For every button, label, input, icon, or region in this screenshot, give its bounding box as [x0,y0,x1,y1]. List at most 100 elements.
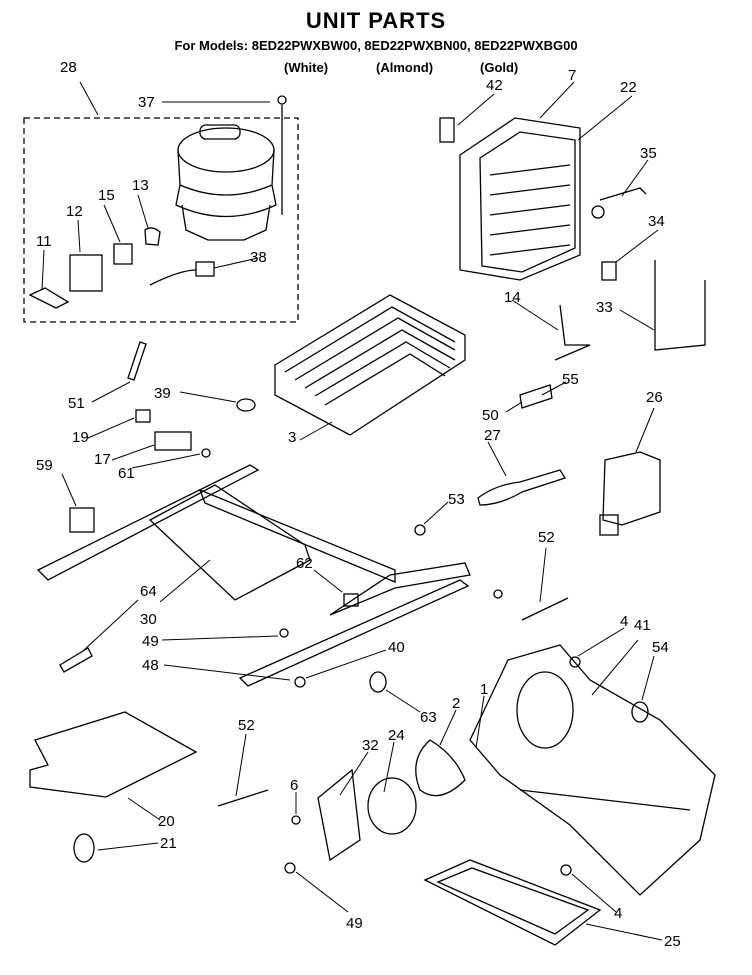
callout-27: 27 [484,427,501,444]
tie-52b-part [217,789,269,807]
callout-41: 41 [634,617,651,634]
clip-59-part [69,507,95,533]
callout-30: 30 [140,611,157,628]
defrost-heater-33-part [654,260,706,351]
screw-40-part [493,589,503,599]
callout-51: 51 [68,395,85,412]
callout-labels: 28 37 13 15 12 11 38 42 7 22 35 34 14 33… [36,59,681,950]
leader-lines [41,81,663,941]
callout-50: 50 [482,407,499,424]
screw-61-part [201,448,211,458]
models-line: For Models: 8ED22PWXBW00, 8ED22PWXBN00, … [174,38,578,53]
callout-37: 37 [138,94,155,111]
grommet-39-part [236,398,256,412]
sensor-35-part [599,187,647,201]
callout-59: 59 [36,457,53,474]
callout-33: 33 [596,299,613,316]
clip-13-part [144,227,161,246]
callout-26: 26 [646,389,663,406]
grommet-63-part [369,671,387,693]
callout-17: 17 [94,451,111,468]
callout-7: 7 [568,67,576,84]
callout-14: 14 [504,289,521,306]
bracket-14-part [554,304,591,361]
callout-49-mid: 49 [142,633,159,650]
variant-gold: (Gold) [480,60,519,75]
grommet-54-part [631,701,649,723]
clip-34-part [601,261,617,281]
callout-1: 1 [480,681,488,698]
callout-15: 15 [98,187,115,204]
bracket-50-part [519,384,553,409]
grommet-37-part [277,95,287,105]
variant-white: (White) [284,60,329,75]
callout-11: 11 [36,233,52,250]
relay-part [69,254,103,292]
sensor-35-tip-part [591,205,605,219]
drain-pan-25-part [423,859,602,946]
base-rails-part [36,464,471,687]
plug-26-part [599,514,619,536]
callout-54: 54 [652,639,669,656]
dryer-27-part [477,469,566,506]
callout-3: 3 [288,429,296,446]
foot-21-part [73,833,95,863]
callout-55: 55 [562,371,579,388]
callout-52-top: 52 [538,529,555,546]
callout-49-bottom: 49 [346,915,363,932]
callout-48: 48 [142,657,159,674]
screw-48-part [294,676,306,688]
callout-40: 40 [388,639,405,656]
fan-bracket-part [469,644,716,896]
callout-4-top: 4 [620,613,628,630]
drain-pan-inner-part [436,867,590,935]
screw-4b-part [560,864,572,876]
callout-19: 19 [72,429,89,446]
fan-motor-24-part [367,777,417,835]
diagram-title: UNIT PARTS [305,8,447,33]
block-62-part [343,593,359,607]
callout-22: 22 [620,79,637,96]
callout-25: 25 [664,933,681,950]
clip-11-part [28,287,70,309]
callout-62: 62 [296,555,313,572]
callout-28: 28 [60,59,77,76]
callout-2: 2 [452,695,460,712]
screw-53-part [414,524,426,536]
tie-52a-part [521,597,569,621]
bracket-17-part [154,431,192,451]
cover-20-part [29,711,198,798]
tube-51-part [127,341,147,381]
callout-32: 32 [362,737,379,754]
callout-13: 13 [132,177,149,194]
callout-63: 63 [420,709,437,726]
callout-38: 38 [250,249,267,266]
callout-61: 61 [118,465,135,482]
screw-6-part [291,815,301,825]
callout-35: 35 [640,145,657,162]
fan-blade-2-part [415,739,466,797]
callout-53: 53 [448,491,465,508]
harness-38-part [149,269,197,286]
callout-34: 34 [648,213,665,230]
block-19-part [135,409,151,423]
condenser-part [459,117,581,281]
callout-12: 12 [66,203,83,220]
callout-52-bottom: 52 [238,717,255,734]
callout-42: 42 [486,77,503,94]
plug-38-part [195,261,215,277]
screw-4a-part [569,656,581,668]
callout-24: 24 [388,727,405,744]
variant-almond: (Almond) [376,60,434,75]
callout-6: 6 [290,777,298,794]
evaporator-part [274,294,466,436]
callout-39: 39 [154,385,171,402]
motor-bracket-32-part [317,768,361,862]
harness-26-part [602,451,661,526]
compressor-assembly-box [23,117,299,323]
screw-49-part [279,628,289,638]
compressor-part [175,105,283,241]
overload-part [113,243,133,265]
bracket-42-part [439,117,455,143]
